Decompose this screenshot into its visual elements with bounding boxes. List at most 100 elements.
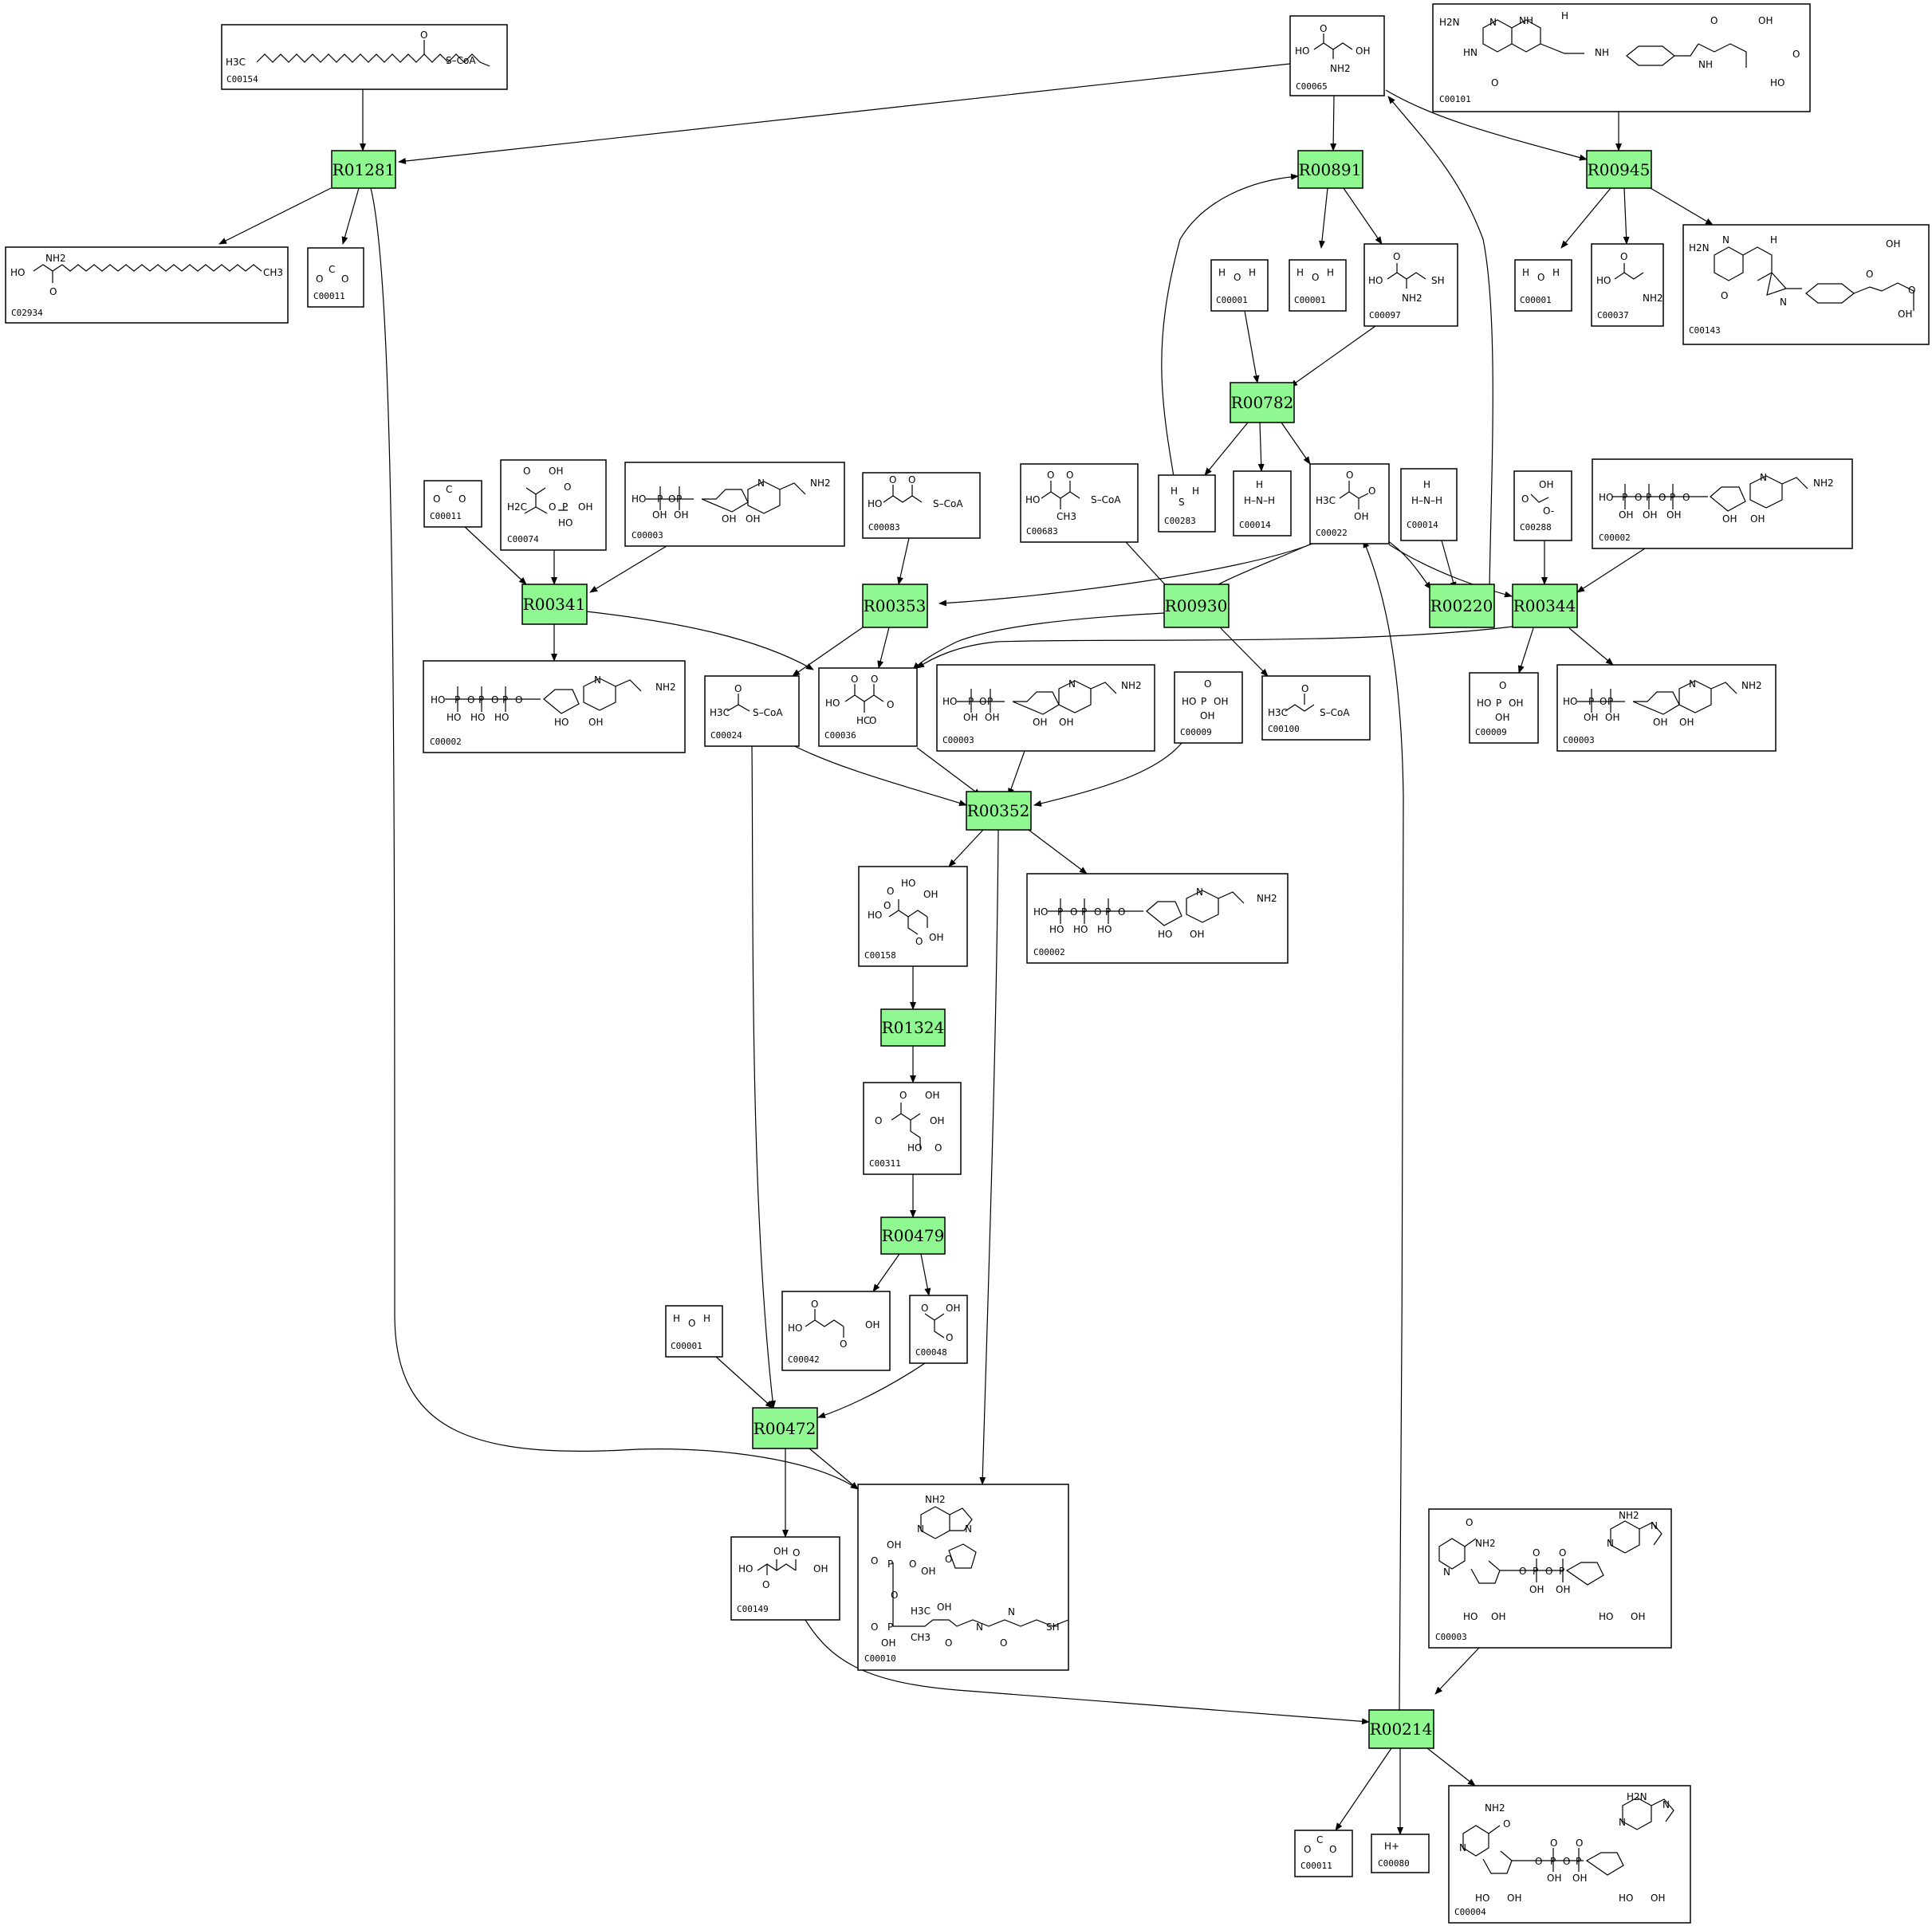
dehydrosphinganine-structure: HO NH2 O CH3 xyxy=(10,253,283,297)
reaction-node-r00945[interactable]: R00945 xyxy=(1586,150,1652,189)
svg-text:O: O xyxy=(811,1299,818,1310)
svg-text:H3C: H3C xyxy=(710,707,730,718)
compound-label: C00288 xyxy=(1520,522,1552,533)
compound-node: H3C O S–CoA C00100 xyxy=(1261,675,1371,741)
svg-text:OH: OH xyxy=(929,932,943,943)
reaction-node-r00214[interactable]: R00214 xyxy=(1368,1709,1434,1749)
svg-text:NH2: NH2 xyxy=(1121,680,1142,691)
svg-text:O: O xyxy=(1346,470,1353,481)
propanoyl-coa-structure: H3C O S–CoA xyxy=(1268,683,1350,718)
compound-label: C00014 xyxy=(1239,520,1271,530)
compound-label: C00011 xyxy=(313,291,345,301)
compound-label: C00158 xyxy=(864,950,896,961)
methylene-thf-structure: H2N N O OH O N H O OH xyxy=(1689,234,1915,320)
compound-label: C00083 xyxy=(868,522,900,533)
compound-node: HO P O P OH OH N NH2 OH OH C00003 xyxy=(936,664,1155,752)
svg-text:O: O xyxy=(871,1555,878,1566)
succinate-structure: HO O O OH xyxy=(788,1299,879,1350)
reaction-node-r00930[interactable]: R00930 xyxy=(1163,584,1230,628)
reaction-node-r01281[interactable]: R01281 xyxy=(331,150,396,189)
reaction-node-r00352[interactable]: R00352 xyxy=(966,791,1032,831)
svg-text:H3C: H3C xyxy=(226,57,246,68)
svg-text:NH2: NH2 xyxy=(810,478,831,489)
svg-text:O: O xyxy=(887,886,894,897)
compound-label: C00011 xyxy=(1300,1861,1332,1871)
reaction-node-r00341[interactable]: R00341 xyxy=(521,584,588,625)
svg-text:O: O xyxy=(1537,272,1544,283)
svg-text:O: O xyxy=(921,1303,928,1314)
svg-text:O: O xyxy=(1659,492,1666,503)
svg-text:O: O xyxy=(1204,678,1211,690)
svg-text:P: P xyxy=(968,696,974,707)
svg-text:H: H xyxy=(703,1313,710,1324)
reaction-node-r00353[interactable]: R00353 xyxy=(862,584,928,628)
glyoxylate-structure: O OH O xyxy=(921,1303,960,1343)
svg-text:O: O xyxy=(1576,1838,1583,1849)
svg-text:OH: OH xyxy=(963,712,978,723)
reaction-node-r00344[interactable]: R00344 xyxy=(1512,584,1578,628)
acetyl-coa-structure: H3C O S–CoA xyxy=(710,683,783,718)
compound-node: H H–N–H C00014 xyxy=(1233,470,1292,537)
svg-text:HO: HO xyxy=(1073,924,1088,935)
svg-text:P: P xyxy=(502,694,508,706)
reaction-node-r00891[interactable]: R00891 xyxy=(1297,150,1363,189)
svg-text:O: O xyxy=(1312,272,1319,283)
svg-text:CH3: CH3 xyxy=(911,1632,931,1643)
svg-text:O: O xyxy=(1329,1844,1336,1855)
svg-text:HO: HO xyxy=(1477,698,1491,709)
reaction-node-r00479[interactable]: R00479 xyxy=(880,1217,946,1255)
svg-text:O: O xyxy=(1393,251,1400,262)
svg-text:O: O xyxy=(1533,1547,1540,1558)
cysteine-structure: HO O SH NH2 xyxy=(1368,251,1445,304)
svg-text:HO: HO xyxy=(1563,696,1577,707)
svg-text:O: O xyxy=(1535,1856,1542,1867)
svg-text:O: O xyxy=(979,696,986,707)
compound-node: O C O C00011 xyxy=(423,480,482,528)
svg-text:NH2: NH2 xyxy=(1643,293,1663,304)
svg-text:OH: OH xyxy=(1886,238,1900,250)
svg-text:HO: HO xyxy=(10,267,25,278)
reaction-label: R00352 xyxy=(967,801,1030,820)
svg-text:OH: OH xyxy=(923,889,938,900)
svg-text:O: O xyxy=(1491,77,1498,88)
svg-text:HO: HO xyxy=(1475,1893,1489,1904)
svg-text:O: O xyxy=(1070,906,1077,918)
pyruvate-structure: O H3C O OH xyxy=(1316,470,1375,522)
svg-text:H: H xyxy=(1256,479,1263,490)
compound-label: C00154 xyxy=(226,74,258,85)
svg-text:N: N xyxy=(757,478,765,489)
co2-structure: O C O xyxy=(433,484,466,505)
svg-text:OH: OH xyxy=(1898,309,1912,320)
reaction-node-r01324[interactable]: R01324 xyxy=(880,1008,946,1047)
svg-text:O: O xyxy=(515,694,522,706)
svg-text:P: P xyxy=(1622,492,1627,503)
compound-node: NH2 N N O OH O P O OH P O OH O H3C CH3 O… xyxy=(857,1484,1069,1671)
svg-text:OH: OH xyxy=(1539,479,1553,490)
reaction-node-r00782[interactable]: R00782 xyxy=(1230,382,1295,423)
svg-text:OH: OH xyxy=(1033,717,1047,728)
adp-structure: HO P O P OH OH N NH2 OH OH xyxy=(942,678,1142,728)
svg-text:O: O xyxy=(1600,696,1607,707)
svg-text:N: N xyxy=(594,674,601,686)
svg-text:O: O xyxy=(891,1590,898,1601)
compound-label: C00003 xyxy=(632,530,663,540)
svg-text:O: O xyxy=(945,1554,952,1565)
reaction-node-r00472[interactable]: R00472 xyxy=(752,1407,818,1449)
svg-text:HO: HO xyxy=(1463,1611,1478,1622)
svg-text:O: O xyxy=(316,273,323,285)
reaction-label: R00220 xyxy=(1430,596,1493,615)
svg-text:O: O xyxy=(491,694,498,706)
reaction-label: R00945 xyxy=(1588,160,1651,179)
svg-text:N: N xyxy=(1443,1566,1450,1578)
svg-text:H: H xyxy=(1770,234,1777,246)
reaction-label: R00930 xyxy=(1165,596,1228,615)
reaction-label: R01324 xyxy=(882,1018,945,1037)
reaction-node-r00220[interactable]: R00220 xyxy=(1429,584,1495,628)
compound-node: H H–N–H C00014 xyxy=(1400,468,1458,541)
svg-text:H3C: H3C xyxy=(1316,495,1336,506)
phosphoenolpyruvate-structure: OH O H2C O P OH HO O xyxy=(507,466,592,529)
reaction-label: R00782 xyxy=(1231,393,1294,412)
svg-text:S–CoA: S–CoA xyxy=(1320,707,1350,718)
methylmalonyl-coa-structure: HO O O S–CoA CH3 xyxy=(1025,470,1121,522)
svg-text:O: O xyxy=(1047,470,1054,481)
